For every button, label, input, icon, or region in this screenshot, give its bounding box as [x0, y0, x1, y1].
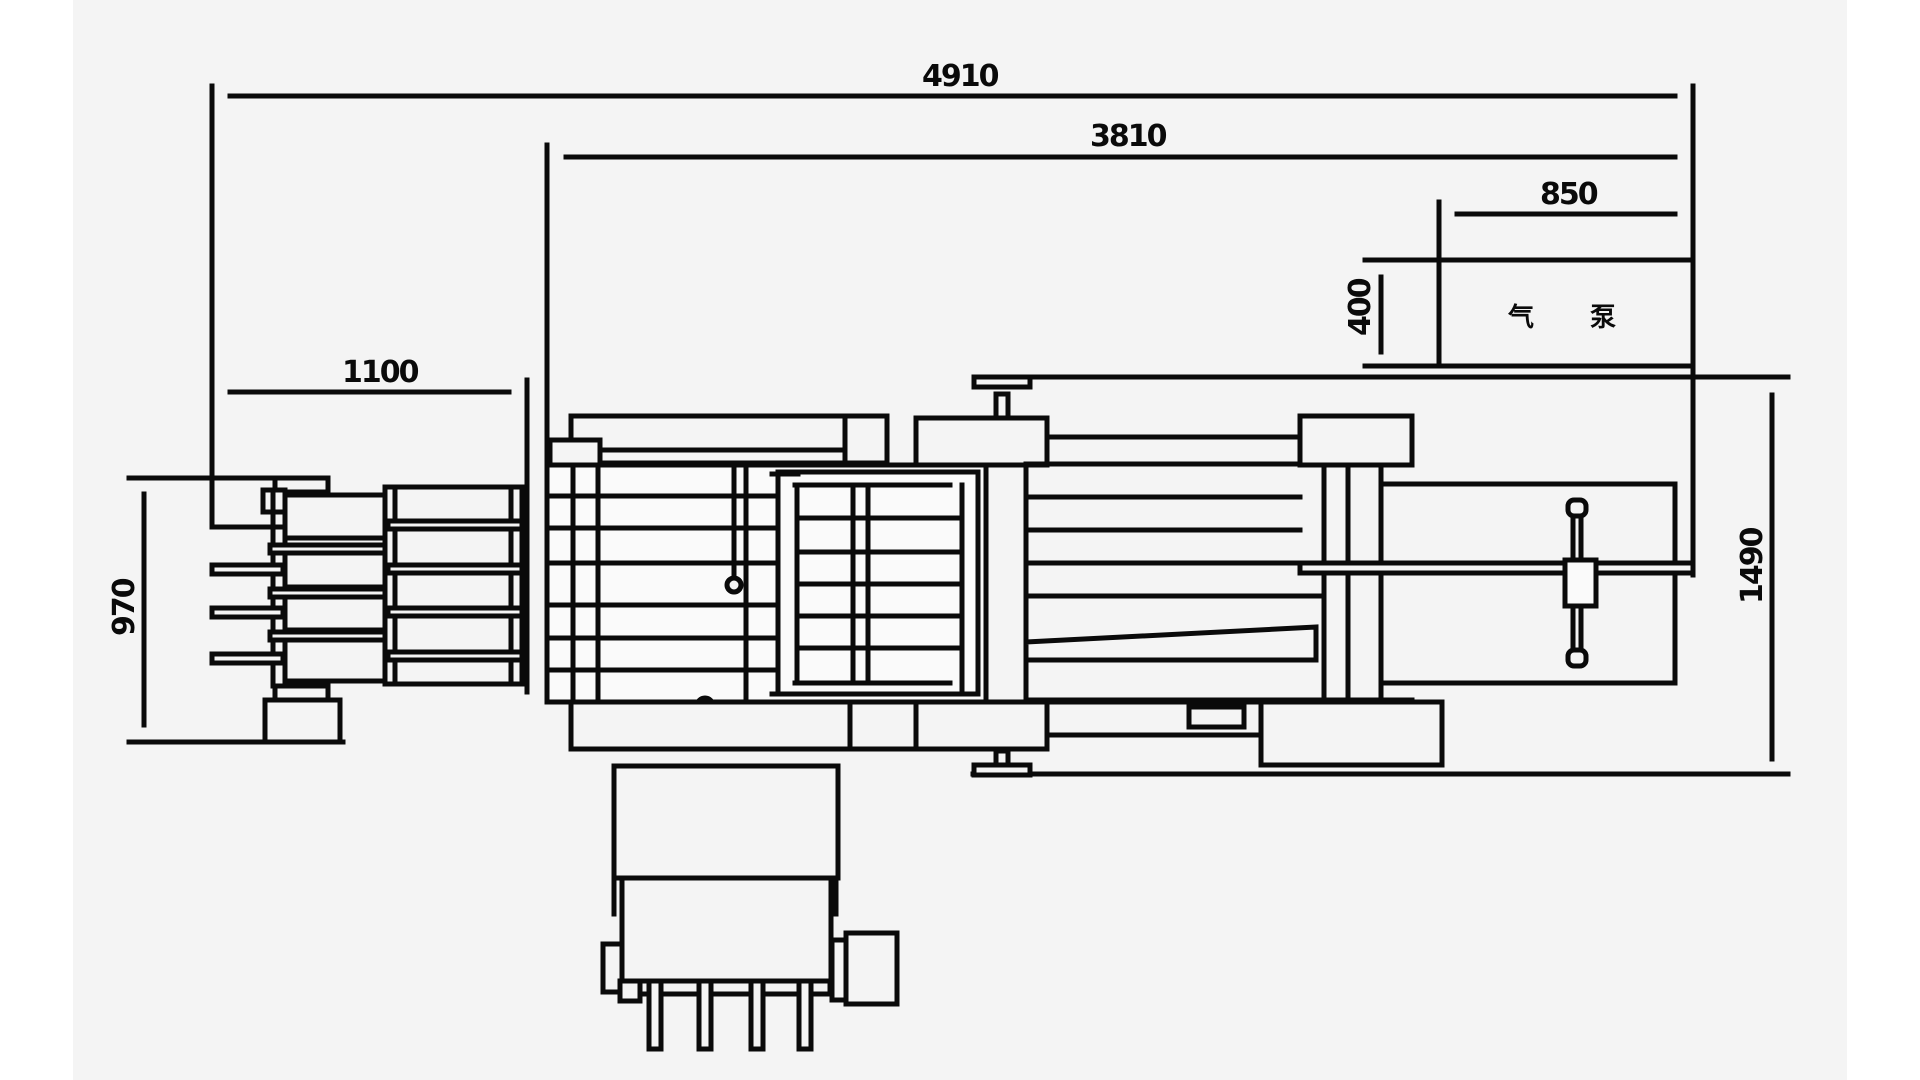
guide-rails — [1023, 413, 1696, 768]
handwheel-icon — [1562, 497, 1599, 669]
dimension-label-1100: 1100 — [342, 355, 419, 390]
air-pump: 气 泵 — [1362, 199, 1696, 369]
dimension-label-1490: 1490 — [1735, 527, 1770, 604]
dimension-overall-length: 4910 — [209, 59, 1696, 578]
hydraulic-power-unit — [600, 763, 900, 1052]
dimension-air-pump-depth: 400 — [1343, 274, 1384, 355]
dimension-label-4910: 4910 — [922, 59, 999, 94]
dimension-main-body-width: 1490 — [970, 374, 1791, 777]
dimension-label-970: 970 — [107, 578, 142, 636]
main-body — [544, 374, 1050, 778]
dimension-feed-length: 1100 — [227, 355, 530, 695]
dimension-air-pump-width: 850 — [1454, 177, 1678, 217]
feed-section — [209, 475, 525, 745]
dimension-label-3810: 3810 — [1090, 119, 1167, 154]
dimension-label-850: 850 — [1540, 177, 1598, 212]
dimension-label-400: 400 — [1343, 278, 1378, 336]
air-pump-label-char-1: 气 — [1507, 302, 1534, 333]
air-pump-label-char-2: 泵 — [1590, 303, 1616, 333]
